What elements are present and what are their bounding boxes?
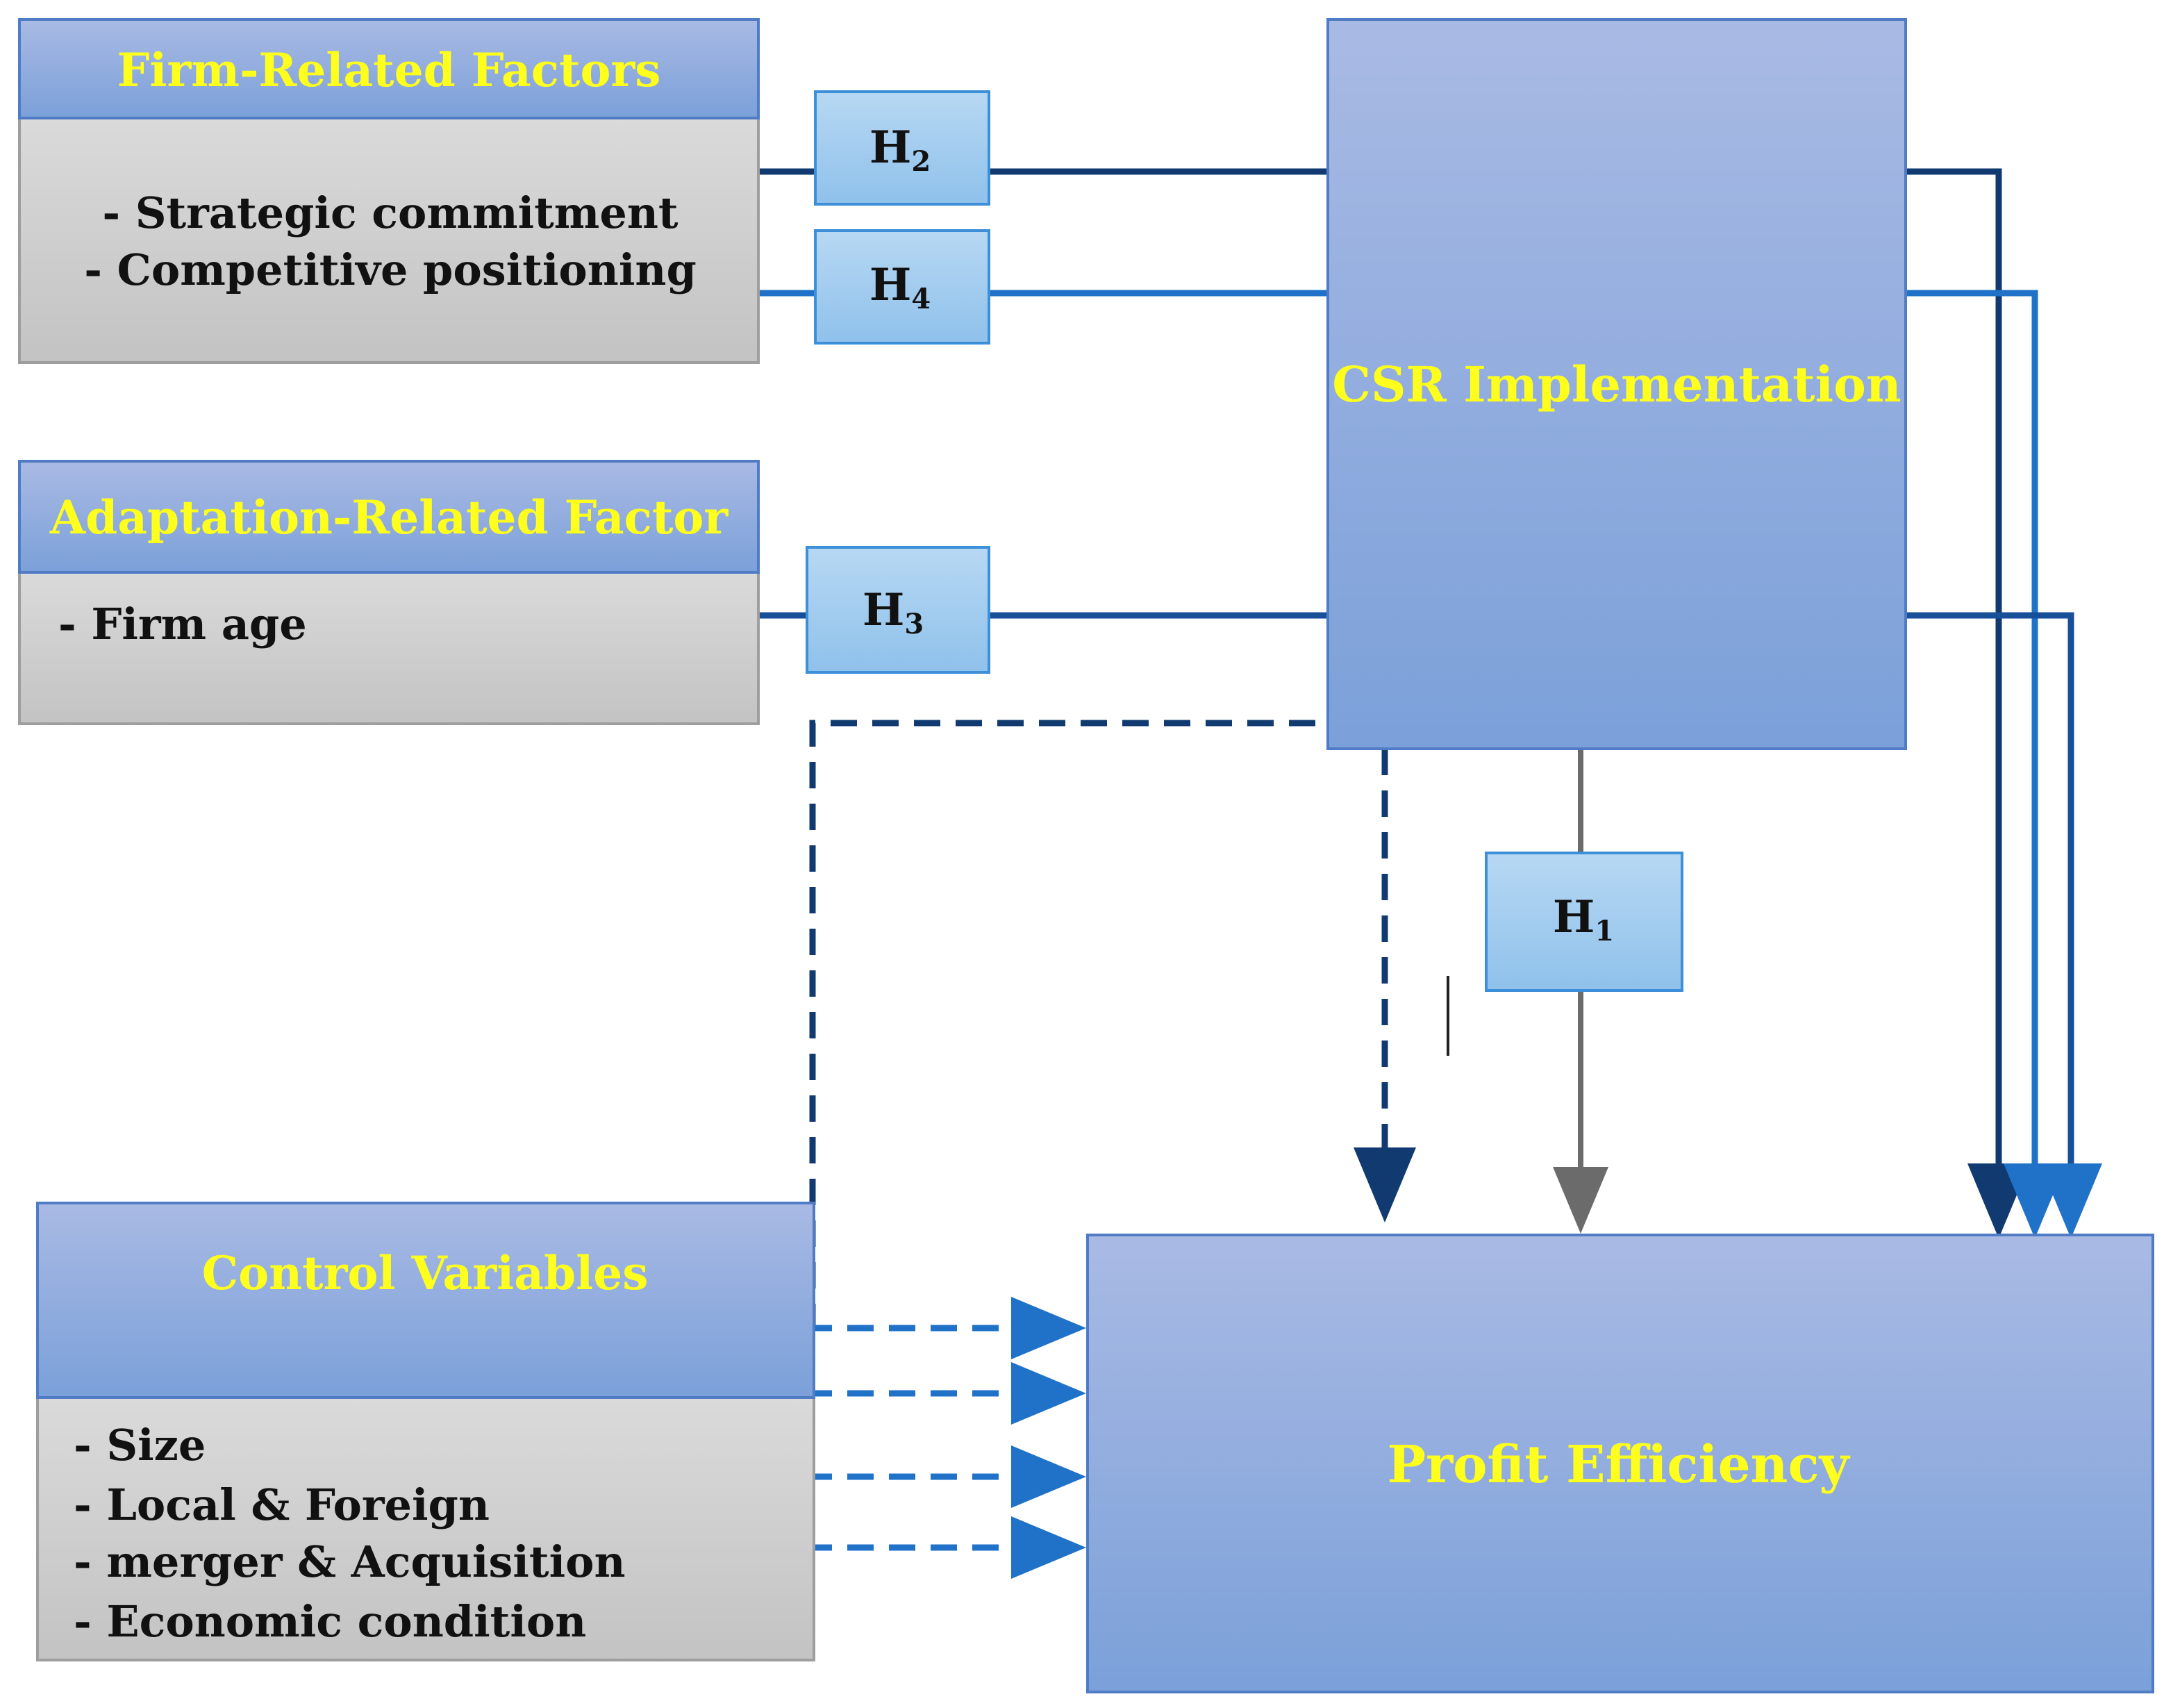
- adaptation-header: [18, 460, 760, 574]
- h4-to-profit-connector: [1906, 290, 2066, 1238]
- control-variable-item: - merger & Acquisition: [74, 1536, 626, 1587]
- h1-label: H1: [1553, 891, 1614, 947]
- control-variable-item: - Economic condition: [74, 1596, 586, 1647]
- adaptation-related-factor-panel: Adaptation-Related Factor - Firm age: [18, 460, 760, 725]
- adaptation-body: [18, 571, 760, 725]
- connectors: [758, 168, 2102, 1579]
- firm-factors-header: [18, 18, 760, 119]
- csr-implementation-box: CSR Implementation: [1326, 18, 1907, 750]
- profit-box: [1086, 1234, 2154, 1693]
- control-variable-item: - Local & Foreign: [74, 1479, 490, 1530]
- adaptation-title: Adaptation-Related Factor: [49, 490, 729, 545]
- firm-factors-title: Firm-Related Factors: [117, 43, 661, 97]
- firm-factor-item: - Strategic commitment: [102, 188, 679, 238]
- h2-box: [814, 90, 990, 206]
- adaptation-item: - Firm age: [58, 599, 307, 649]
- h2-label: H2: [869, 122, 931, 178]
- control-variables-body: [36, 1396, 815, 1661]
- control-variables-panel: Control Variables - Size - Local & Forei…: [36, 1202, 815, 1661]
- firm-related-factors-panel: Firm-Related Factors - Strategic commitm…: [18, 18, 760, 364]
- firm-factors-body: [18, 117, 760, 364]
- control-variable-item: - Size: [74, 1420, 206, 1470]
- profit-title: Profit Efficiency: [1387, 1435, 1850, 1495]
- moderation-dashed-connector: [809, 720, 1328, 1330]
- hypothesis-h3: H3: [806, 546, 990, 674]
- profit-efficiency-box: Profit Efficiency: [1086, 1234, 2154, 1693]
- h4-box: [814, 229, 990, 345]
- h3-label: H3: [863, 584, 924, 640]
- hypothesis-h1: H1: [1485, 852, 1683, 992]
- h3-box: [806, 546, 990, 674]
- h3-to-profit-connector: [1906, 612, 2102, 1238]
- control-variables-title: Control Variables: [202, 1246, 649, 1300]
- csr-box: [1326, 18, 1907, 750]
- firm-factor-item: - Competitive positioning: [84, 244, 697, 295]
- h1-box: [1485, 852, 1683, 992]
- h4-label: H4: [869, 259, 931, 315]
- hypothesis-h4: H4: [814, 229, 990, 345]
- hypothesis-h2: H2: [814, 90, 990, 206]
- csr-title: CSR Implementation: [1332, 356, 1901, 413]
- control-variables-header: [36, 1202, 815, 1399]
- h2-to-profit-connector: [1906, 168, 2030, 1238]
